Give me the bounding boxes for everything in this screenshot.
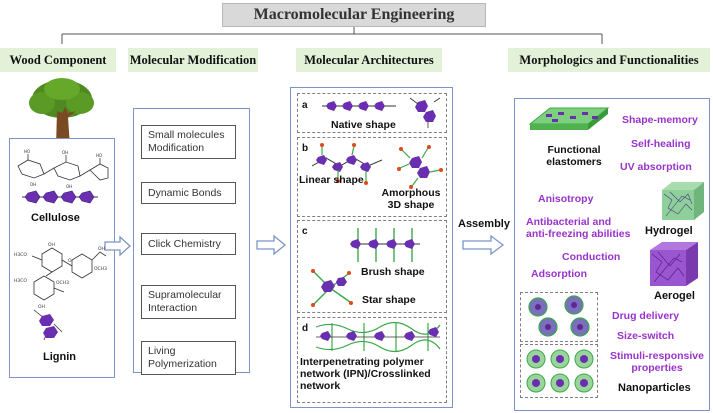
architecture-box-b [297, 137, 447, 217]
stimuli-responsive-label: Stimuli-responsive properties [610, 350, 704, 374]
adsorption-label: Adsorption [531, 268, 587, 280]
tree-icon [29, 78, 94, 147]
arrow-right-icon [104, 235, 131, 257]
page-title: Macromolecular Engineering [222, 3, 486, 27]
size-switch-label: Size-switch [617, 330, 675, 342]
svg-text:OH: OH [30, 182, 36, 187]
arrow-right-icon [462, 234, 505, 256]
modification-item-living-polymerization: Living Polymerization [141, 341, 236, 375]
star-shape-label: Star shape [362, 294, 416, 306]
native-shape-label: Native shape [331, 119, 396, 131]
brush-shape-label: Brush shape [361, 266, 425, 278]
elastomer-film-icon [528, 107, 610, 130]
amorphous-shape-label: Amorphous 3D shape [381, 187, 441, 211]
svg-text:HO: HO [24, 149, 30, 154]
ipn-network-icon [315, 321, 441, 353]
lignin-network-icon [33, 309, 63, 341]
ipn-label: Interpenetrating polymer network (IPN)/C… [300, 356, 431, 392]
uv-absorption-label: UV absorption [620, 161, 692, 173]
svg-text:HO: HO [96, 153, 102, 158]
svg-text:OCH3: OCH3 [56, 280, 69, 286]
cellulose-label: Cellulose [31, 212, 80, 224]
architecture-box-a [297, 93, 447, 133]
architecture-box-d [297, 317, 447, 403]
modification-item-click-chemistry: Click Chemistry [141, 233, 236, 255]
hydrogel-label: Hydrogel [645, 225, 693, 237]
cellulose-structure-icon: HO OH HO OH OH [17, 149, 109, 189]
svg-text:OH: OH [48, 242, 55, 248]
svg-text:H3CO: H3CO [14, 252, 27, 258]
nanoparticle-core-shell-icon [526, 349, 594, 393]
header-molecular-modification: Molecular Modification [128, 48, 258, 72]
architecture-letter-b: b [302, 143, 309, 154]
svg-text:OH: OH [62, 150, 68, 155]
self-healing-label: Self-healing [631, 138, 691, 150]
modification-item-small-molecules: Small molecules Modification [141, 125, 236, 159]
native-shape-icon [322, 97, 441, 128]
drug-delivery-label: Drug delivery [612, 310, 680, 322]
header-molecular-architectures: Molecular Architectures [296, 48, 442, 72]
nanoparticle-cluster-icon [528, 295, 590, 337]
nanoparticle-box-2 [520, 344, 598, 398]
linear-shape-label: Linear shape [299, 174, 364, 186]
antibacterial-label: Antibacterial and anti-freezing abilitie… [526, 216, 631, 240]
assembly-label: Assembly [458, 218, 510, 230]
architecture-letter-d: d [302, 323, 309, 334]
aerogel-label: Aerogel [654, 290, 695, 302]
conduction-label: Conduction [562, 251, 621, 263]
architecture-box-c [297, 220, 447, 313]
shape-memory-label: Shape-memory [622, 114, 698, 126]
header-morphologies: Morphologics and Functionalities [508, 48, 710, 72]
svg-text:OCH3: OCH3 [94, 266, 107, 272]
svg-text:OH: OH [98, 246, 105, 252]
elastomers-label: Functional elastomers [546, 144, 602, 168]
aerogel-cube-icon [650, 242, 698, 286]
modification-item-dynamic-bonds: Dynamic Bonds [141, 182, 236, 204]
lignin-label: Lignin [43, 351, 76, 363]
cellulose-chain-icon [22, 190, 98, 204]
anisotropy-label: Anisotropy [538, 193, 594, 205]
svg-text:OH: OH [38, 304, 45, 310]
svg-text:OH: OH [66, 184, 72, 189]
nanoparticles-label: Nanoparticles [618, 382, 691, 394]
svg-text:H3CO: H3CO [14, 278, 27, 284]
hydrogel-cube-icon [662, 182, 704, 220]
modification-item-supramolecular: Supramolecular Interaction [141, 285, 236, 319]
linear-amorphous-shape-icon [311, 143, 443, 189]
brush-star-shape-icon [311, 228, 420, 307]
arrow-right-icon [256, 234, 287, 256]
architecture-letter-a: a [302, 100, 308, 111]
nanoparticle-box-1 [520, 292, 598, 342]
header-wood-component: Wood Component [0, 48, 116, 72]
svg-text:O: O [68, 258, 72, 264]
architecture-letter-c: c [302, 226, 308, 237]
